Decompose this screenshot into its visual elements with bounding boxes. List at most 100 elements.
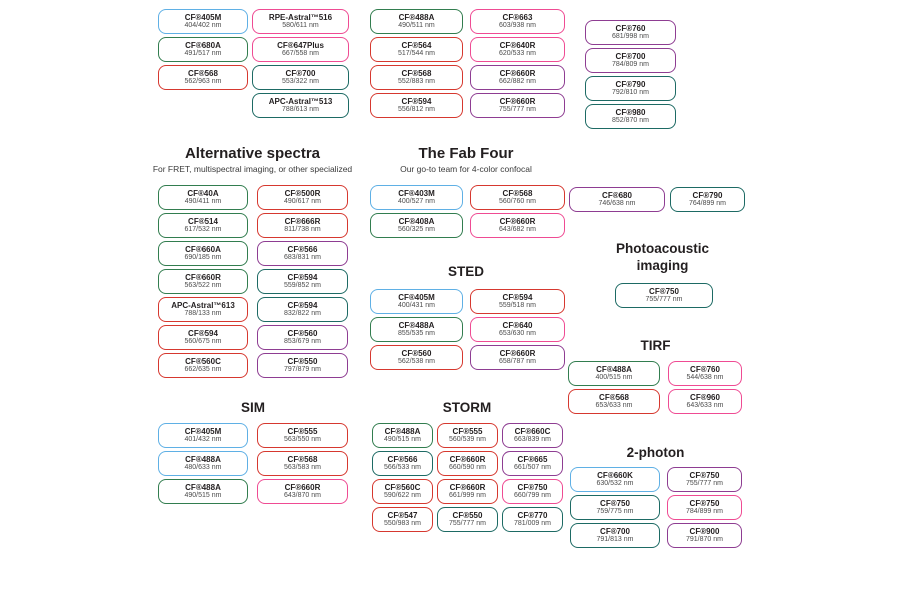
section-title-photoacoustic: Photoacoustic imaging	[615, 241, 709, 273]
dye-wavelengths: 400/527 nm	[398, 198, 435, 205]
dye-name: CF®700	[600, 527, 630, 536]
dye-name: CF®660R	[449, 455, 486, 464]
dye-name: CF®760	[615, 24, 646, 33]
dye-wavelengths: 643/682 nm	[499, 226, 536, 233]
section-header-alternative-spectra: Alternative spectra For FRET, multispect…	[140, 145, 365, 174]
dye-wavelengths: 832/822 nm	[284, 310, 321, 317]
dye-wavelengths: 788/133 nm	[184, 310, 222, 317]
dye-name: CF®555	[452, 427, 483, 436]
dye-name: CF®665	[517, 455, 548, 464]
dye-wavelengths: 811/738 nm	[284, 226, 321, 233]
dye-wavelengths: 550/983 nm	[384, 520, 421, 527]
dye-name: CF®680	[602, 191, 632, 200]
dye-name: CF®760	[690, 365, 720, 374]
dye-wavelengths: 562/963 nm	[184, 78, 222, 85]
dye-name: CF®900	[689, 527, 720, 536]
dye-name: CF®514	[188, 217, 218, 226]
dye-name: CF®660R	[499, 97, 536, 106]
dye-name: CF®750	[517, 483, 548, 492]
dye-name: CF®750	[600, 499, 630, 508]
dye-wavelengths: 404/402 nm	[184, 22, 222, 29]
dye-name: CF®564	[401, 41, 432, 50]
dye-wavelengths: 755/777 nm	[449, 520, 486, 527]
dye-wavelengths: 559/852 nm	[284, 282, 321, 289]
dye-name: CF®680A	[185, 41, 221, 50]
dye-wavelengths: 401/432 nm	[184, 436, 222, 443]
dye-name: CF®488A	[384, 427, 421, 436]
dye-name: CF®660R	[449, 483, 486, 492]
dye-wavelengths: 552/883 nm	[398, 78, 435, 85]
dye-wavelengths: 755/777 nm	[645, 296, 683, 303]
dye-name: CF®488A	[596, 365, 632, 374]
dye-wavelengths: 661/999 nm	[449, 492, 486, 499]
dye-wavelengths: 400/431 nm	[398, 302, 435, 309]
dye-name: CF®547	[387, 511, 418, 520]
dye-name: CF®405M	[184, 13, 222, 22]
dye-wavelengths: 791/870 nm	[686, 536, 723, 543]
dye-wavelengths: 559/518 nm	[499, 302, 536, 309]
dye-wavelengths: 620/533 nm	[499, 50, 536, 57]
dye-name: CF®550	[287, 357, 318, 366]
dye-wavelengths: 490/515 nm	[384, 436, 421, 443]
dye-wavelengths: 853/679 nm	[284, 338, 321, 345]
dye-wavelengths: 661/507 nm	[514, 464, 551, 471]
dye-wavelengths: 667/558 nm	[282, 50, 319, 57]
dye-name: CF®488A	[398, 321, 435, 330]
dye-wavelengths: 490/617 nm	[284, 198, 321, 205]
dye-name: CF®488A	[185, 483, 221, 492]
dye-name: CF®403M	[398, 189, 435, 198]
dye-wavelengths: 755/777 nm	[499, 106, 536, 113]
dye-name: CF®594	[401, 97, 432, 106]
dye-wavelengths: 660/799 nm	[514, 492, 551, 499]
dye-wavelengths: 791/813 nm	[596, 536, 634, 543]
dye-wavelengths: 544/638 nm	[686, 374, 724, 381]
dye-wavelengths: 630/532 nm	[596, 480, 634, 487]
dye-name: CF®555	[287, 427, 318, 436]
section-title-storm: STORM	[442, 400, 492, 415]
dye-wavelengths: 788/613 nm	[282, 106, 319, 113]
dye-wavelengths: 563/583 nm	[284, 464, 321, 471]
dye-name: CF®594	[502, 293, 533, 302]
dye-wavelengths: 643/870 nm	[284, 492, 321, 499]
